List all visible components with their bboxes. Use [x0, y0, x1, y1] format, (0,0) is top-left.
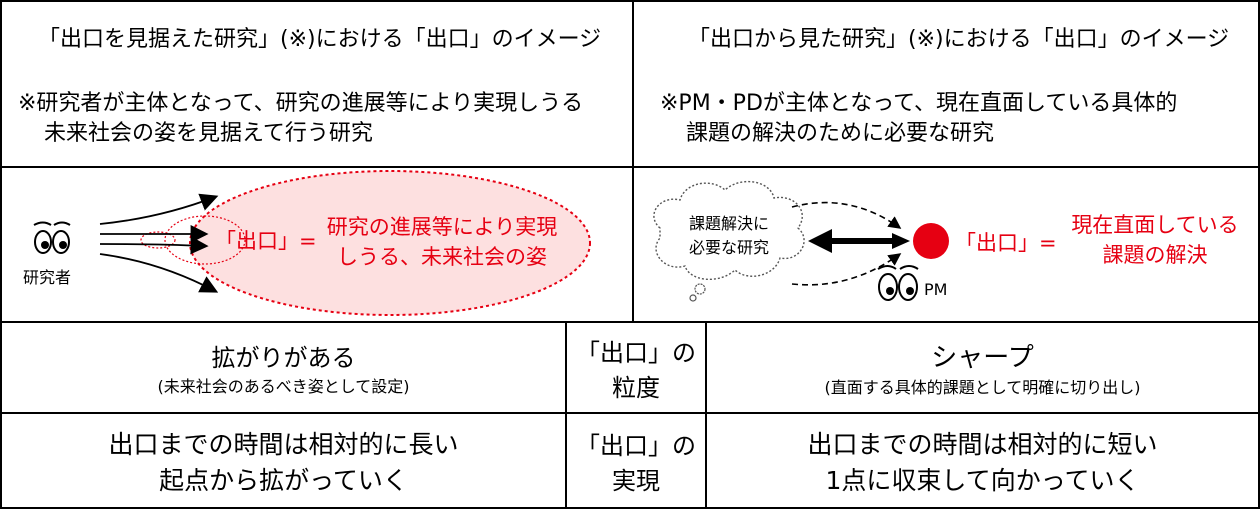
cloud-text-line1: 課題解決に — [688, 214, 769, 233]
realization-left-line1: 出口までの時間は相対的に長い — [108, 430, 459, 459]
realization-right-line2: 1点に収束して向かっていく — [825, 466, 1140, 495]
realization-right-cell: 出口までの時間は相対的に短い 1点に収束して向かっていく — [707, 414, 1258, 508]
researcher-eyes-icon — [33, 221, 71, 254]
realization-header-cell: 「出口」の 実現 — [567, 414, 705, 508]
granularity-header-line2: 粒度 — [612, 373, 660, 402]
granularity-right-main: シャープ — [931, 343, 1034, 373]
exit-point-dot — [913, 223, 949, 259]
future-exit-ellipse — [189, 170, 591, 316]
left-note-line1: ※研究者が主体となって、研究の進展等により実現しうる — [18, 91, 584, 116]
left-exit-label: 「出口」= — [215, 229, 317, 253]
left-exit-text-line1: 研究の進展等により実現 — [326, 215, 558, 239]
cloud-text-line2: 必要な研究 — [688, 238, 769, 257]
realization-left-cell: 出口までの時間は相対的に長い 起点から拡がっていく — [2, 414, 565, 508]
pm-eyes-icon — [877, 265, 919, 301]
granularity-left-cell: 拡がりがある (未来社会のあるべき姿として設定) — [2, 323, 565, 412]
right-exit-text-line1: 現在直面している — [1071, 213, 1239, 237]
research-cloud — [653, 180, 805, 281]
right-exit-label: 「出口」= — [955, 231, 1057, 255]
granularity-header-line1: 「出口」の — [576, 338, 696, 367]
left-exit-text-line2: しうる、未来社会の姿 — [337, 245, 547, 269]
right-exit-text-line2: 課題の解決 — [1102, 243, 1208, 267]
left-note-line2: 未来社会の姿を見据えて行う研究 — [44, 121, 373, 146]
granularity-left-main: 拡がりがある — [211, 344, 356, 372]
left-title: 「出口を見据えた研究」(※)における「出口」のイメージ — [38, 27, 602, 52]
right-title: 「出口から見た研究」(※)における「出口」のイメージ — [688, 27, 1230, 52]
granularity-right-sub: (直面する具体的課題として明確に切り出し) — [824, 378, 1141, 397]
right-note-line2: 課題の解決のために必要な研究 — [686, 121, 995, 146]
double-arrow — [808, 229, 910, 253]
pm-label: PM — [924, 280, 948, 299]
granularity-right-cell: シャープ (直面する具体的課題として明確に切り出し) — [707, 323, 1258, 412]
realization-header-line1: 「出口」の — [576, 432, 696, 460]
right-note-line1: ※PM・PDが主体となって、現在直面している具体的 — [660, 91, 1178, 116]
realization-left-line2: 起点から拡がっていく — [159, 466, 408, 495]
realization-header-line2: 実現 — [612, 467, 660, 495]
granularity-left-sub: (未来社会のあるべき姿として設定) — [157, 377, 410, 396]
granularity-header-cell: 「出口」の 粒度 — [567, 323, 705, 412]
researcher-label: 研究者 — [23, 268, 72, 287]
realization-right-line1: 出口までの時間は相対的に短い — [807, 430, 1158, 459]
